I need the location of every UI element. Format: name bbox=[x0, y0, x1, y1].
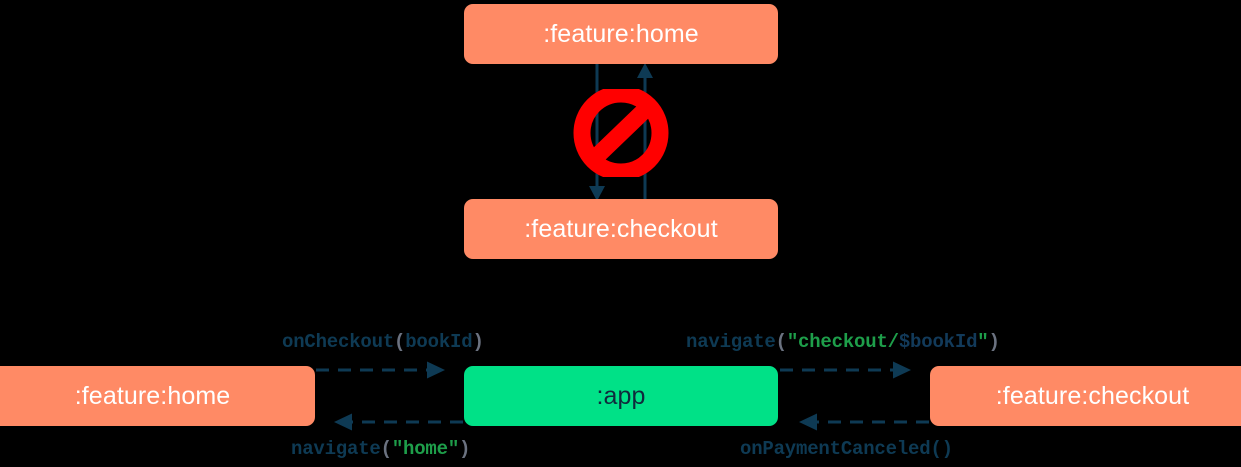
node-label: :feature:home bbox=[543, 19, 699, 48]
token-string: checkout/ bbox=[798, 331, 899, 353]
edge-label-on-checkout: onCheckout(bookId) bbox=[282, 331, 484, 353]
token-string: home bbox=[403, 438, 448, 460]
node-label: :app bbox=[596, 381, 646, 410]
token-paren-close: ) bbox=[988, 331, 1000, 353]
token-variable: $bookId bbox=[898, 331, 978, 353]
token-paren-open: ( bbox=[380, 438, 392, 460]
edge-label-navigate-home: navigate("home") bbox=[291, 438, 470, 460]
edge-label-on-payment-canceled: onPaymentCanceled() bbox=[740, 438, 953, 460]
token-paren-open: ( bbox=[775, 331, 787, 353]
node-feature-checkout-bottom[interactable]: :feature:checkout bbox=[930, 366, 1241, 426]
node-feature-home-top[interactable]: :feature:home bbox=[464, 4, 778, 64]
edge-label-navigate-checkout: navigate("checkout/$bookId") bbox=[686, 331, 1000, 353]
node-label: :feature:checkout bbox=[995, 381, 1190, 410]
node-label: :feature:checkout bbox=[524, 214, 718, 243]
token-quote-close: " bbox=[447, 438, 460, 460]
token-paren-close: ) bbox=[459, 438, 471, 460]
node-feature-home-bottom[interactable]: :feature:home bbox=[0, 366, 315, 426]
node-feature-checkout-top[interactable]: :feature:checkout bbox=[464, 199, 778, 259]
token-fn: onPaymentCanceled bbox=[740, 438, 931, 460]
token-paren-close: ) bbox=[941, 438, 953, 460]
node-app[interactable]: :app bbox=[464, 366, 778, 426]
token-fn: navigate bbox=[291, 438, 381, 460]
node-label: :feature:home bbox=[74, 381, 231, 410]
token-paren-open: ( bbox=[394, 331, 406, 353]
token-paren-open: ( bbox=[930, 438, 942, 460]
token-paren-close: ) bbox=[472, 331, 484, 353]
token-quote-open: " bbox=[786, 331, 799, 353]
token-quote-open: " bbox=[391, 438, 404, 460]
token-fn: navigate bbox=[686, 331, 776, 353]
no-entry-icon bbox=[573, 89, 669, 177]
token-quote-close: " bbox=[977, 331, 989, 353]
token-arg: bookId bbox=[405, 331, 473, 353]
token-fn: onCheckout bbox=[282, 331, 395, 353]
